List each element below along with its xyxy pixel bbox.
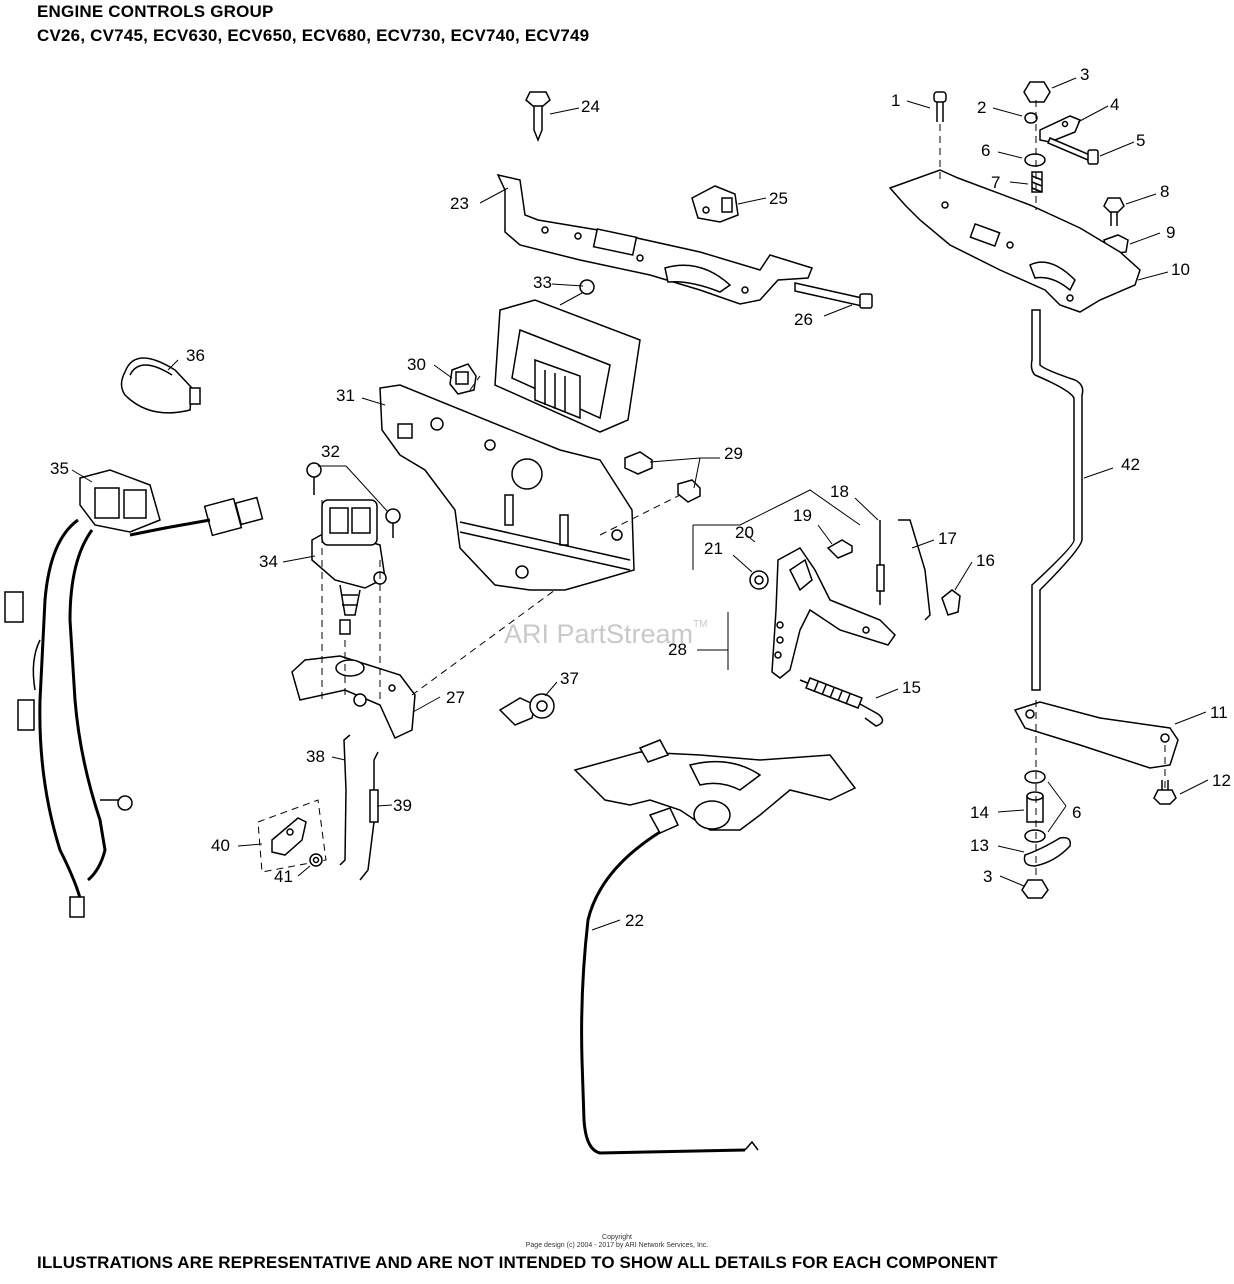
callout-24: 24 bbox=[581, 97, 600, 116]
callout-35: 35 bbox=[50, 459, 69, 478]
callout-22: 22 bbox=[625, 911, 644, 930]
callout-23: 23 bbox=[450, 194, 469, 213]
part-26-bolt bbox=[794, 282, 873, 309]
part-5-bolt bbox=[1047, 137, 1099, 165]
model-list: CV26, CV745, ECV630, ECV650, ECV680, ECV… bbox=[37, 26, 590, 45]
part-10-control-bracket bbox=[888, 169, 1141, 313]
callout-4: 4 bbox=[1110, 95, 1119, 114]
callout-7: 7 bbox=[991, 173, 1000, 192]
part-36-cable-tie bbox=[120, 357, 201, 414]
callout-14: 14 bbox=[970, 803, 989, 822]
callout-26: 26 bbox=[794, 310, 813, 329]
callout-37: 37 bbox=[560, 669, 579, 688]
callout-10: 10 bbox=[1171, 260, 1190, 279]
callout-3-lower: 3 bbox=[983, 867, 992, 886]
part-22-throttle-cable bbox=[580, 830, 759, 1155]
part-16-clip bbox=[941, 589, 961, 616]
callout-11: 11 bbox=[1210, 703, 1228, 722]
callout-3: 3 bbox=[1080, 65, 1089, 84]
callout-6: 6 bbox=[981, 141, 990, 160]
callout-40: 40 bbox=[211, 836, 230, 855]
part-29-bolts bbox=[624, 451, 701, 503]
part-6-washer-lower bbox=[1024, 770, 1046, 843]
callout-17: 17 bbox=[938, 529, 957, 548]
callout-5: 5 bbox=[1136, 131, 1145, 150]
watermark: ARI PartStreamTM bbox=[504, 619, 708, 649]
part-41-nut bbox=[309, 853, 323, 867]
part-40-bracket bbox=[257, 799, 327, 873]
part-20-throttle-lever bbox=[771, 547, 896, 679]
part-38-rod bbox=[339, 734, 351, 866]
callout-41: 41 bbox=[274, 867, 293, 886]
callout-1: 1 bbox=[891, 91, 900, 110]
part-31-mounting-bracket bbox=[379, 384, 635, 591]
callout-15: 15 bbox=[902, 678, 921, 697]
callout-9: 9 bbox=[1166, 223, 1175, 242]
callout-8: 8 bbox=[1160, 182, 1169, 201]
alignment-lines bbox=[321, 100, 1166, 880]
callout-25: 25 bbox=[769, 189, 788, 208]
part-19-pin bbox=[826, 539, 853, 559]
callout-30: 30 bbox=[407, 355, 426, 374]
callout-42: 42 bbox=[1121, 455, 1140, 474]
part-3-nut-lower bbox=[1021, 879, 1049, 899]
callout-29: 29 bbox=[724, 444, 743, 463]
part-14-spacer bbox=[1026, 791, 1044, 823]
part-27-switch-bracket bbox=[291, 655, 416, 740]
callout-13: 13 bbox=[970, 836, 989, 855]
diagram-title: ENGINE CONTROLS GROUP bbox=[37, 2, 274, 21]
part-8-screw bbox=[1103, 197, 1125, 226]
callout-39: 39 bbox=[393, 796, 412, 815]
part-6-washer bbox=[1024, 153, 1046, 167]
part-42-rod bbox=[1030, 309, 1084, 691]
callout-18: 18 bbox=[830, 482, 849, 501]
part-15-spring bbox=[799, 677, 884, 727]
callout-33: 33 bbox=[533, 273, 552, 292]
throttle-control-assembly bbox=[573, 739, 857, 834]
callout-28: 28 bbox=[668, 640, 687, 659]
disclaimer-footer: ILLUSTRATIONS ARE REPRESENTATIVE AND ARE… bbox=[37, 1253, 998, 1272]
part-3-nut bbox=[1023, 81, 1051, 103]
part-4-plate bbox=[1039, 115, 1081, 143]
part-12-screw bbox=[1153, 780, 1177, 805]
callout-6-lower: 6 bbox=[1072, 803, 1081, 822]
part-30-clip bbox=[449, 363, 477, 395]
part-23-bracket bbox=[496, 173, 813, 305]
part-25-bracket bbox=[691, 185, 739, 223]
callout-20: 20 bbox=[735, 523, 754, 542]
callout-38: 38 bbox=[306, 747, 325, 766]
callout-2: 2 bbox=[977, 98, 986, 117]
callout-12: 12 bbox=[1212, 771, 1231, 790]
callout-21: 21 bbox=[704, 539, 723, 558]
part-32-screws bbox=[306, 462, 401, 538]
control-module bbox=[494, 299, 641, 433]
part-2-washer bbox=[1024, 112, 1038, 124]
callout-34: 34 bbox=[259, 552, 278, 571]
part-35-wiring-harness bbox=[4, 469, 264, 918]
callout-31: 31 bbox=[336, 386, 355, 405]
callout-27: 27 bbox=[446, 688, 465, 707]
part-11-arm bbox=[1013, 701, 1179, 769]
callout-19: 19 bbox=[793, 506, 812, 525]
part-24-screw bbox=[525, 91, 551, 143]
part-1-screw bbox=[933, 91, 947, 122]
copyright-notice: Page design (c) 2004 - 2017 by ARI Netwo… bbox=[525, 1242, 709, 1249]
part-21-nut bbox=[749, 570, 769, 590]
part-34-ignition-switch bbox=[311, 499, 387, 635]
part-17-rod bbox=[898, 519, 931, 621]
part-33-screw bbox=[559, 279, 595, 306]
callout-32: 32 bbox=[321, 442, 340, 461]
exploded-parts-diagram: 1 2 3 4 5 6 7 8 9 10 11 12 13 14 15 16 1… bbox=[4, 65, 1231, 1155]
part-18-spring bbox=[876, 520, 885, 605]
leader-lines bbox=[71, 77, 1209, 931]
callout-16: 16 bbox=[976, 551, 995, 570]
copyright-label: Copyright bbox=[602, 1234, 632, 1241]
part-7-spring bbox=[1031, 171, 1043, 193]
callout-36: 36 bbox=[186, 346, 205, 365]
part-39-spring bbox=[359, 751, 379, 881]
part-37-clamp bbox=[498, 693, 555, 726]
callout-numbers: 1 2 3 4 5 6 7 8 9 10 11 12 13 14 15 16 1… bbox=[50, 65, 1231, 930]
